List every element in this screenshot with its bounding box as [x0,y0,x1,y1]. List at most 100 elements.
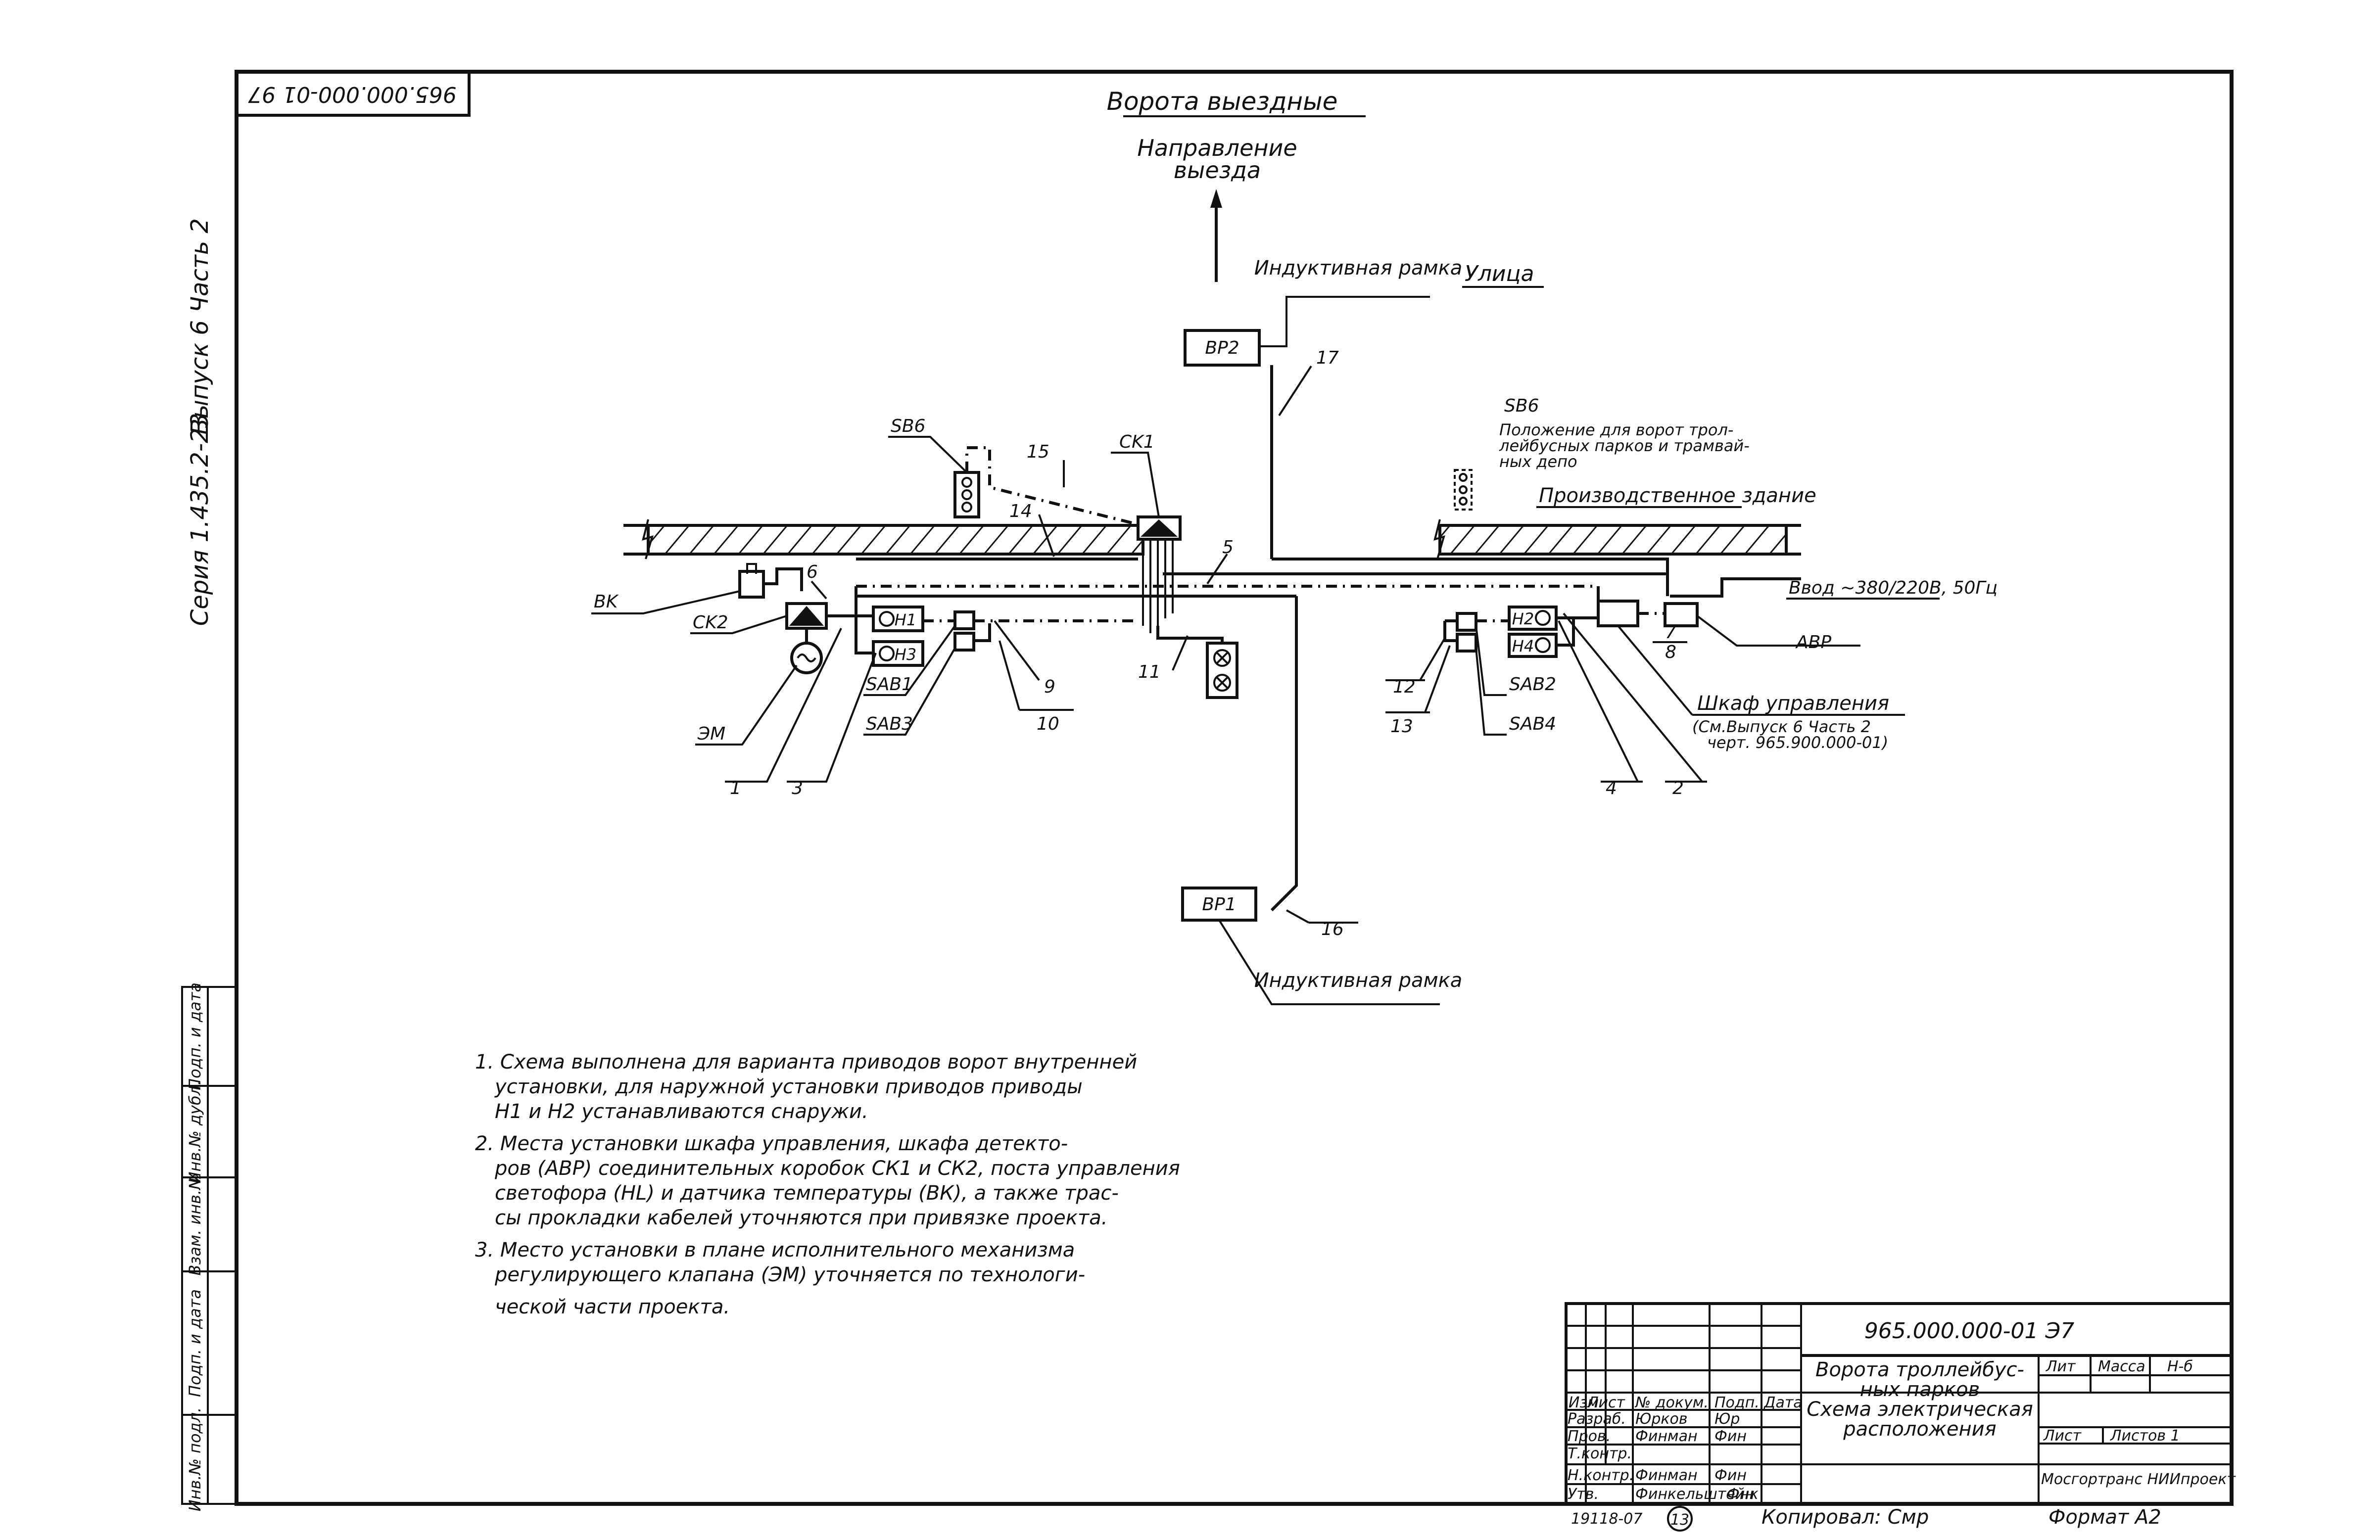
cable-17-num: 17 [1316,348,1339,368]
side-stamp-sign2: Подп. и дата [186,982,204,1090]
tb-col-date: Дата [1763,1394,1803,1411]
note-line-7: сы прокладки кабелей уточняются при прив… [495,1207,1107,1229]
sb6-note-3: ных депо [1499,452,1577,471]
tb-row-chk-role: Пров. [1568,1428,1611,1445]
h2-drive: H2 [1508,606,1558,631]
cable-16 [1270,596,1298,912]
sab1-switch [953,610,975,630]
side-stamp-sign: Подп. и дата [186,1289,204,1397]
series-label: Серия 1.435.2-23 [186,413,214,626]
bk-label: BK [594,592,619,612]
sb6-note-1: Положение для ворот трол- [1499,420,1733,439]
note-line-10: ческой части проекта. [495,1296,730,1318]
h4-label: H4 [1512,637,1534,655]
cable-7-num: 7 [1665,622,1676,643]
cable-6 [826,586,857,617]
footer-num: 13 [1670,1511,1689,1529]
note-line-5: ров (АВР) соединительных коробок СК1 и С… [494,1157,1180,1180]
footer-num-circle [1667,1506,1693,1532]
wall-right [1433,519,1801,560]
sab1-label: SAB1 [866,674,913,695]
tb-lit: Лит [2046,1358,2076,1375]
cable-14-num: 14 [1009,501,1032,521]
h2-label: H2 [1512,609,1534,628]
cable-6-num: 6 [807,562,818,582]
exit-arrowhead [1210,189,1222,208]
cable-9-num: 9 [1044,677,1055,697]
bp1-loop: BP1 [1181,887,1257,922]
abp-cabinet [1664,602,1699,627]
sb6-left-signal [953,471,980,518]
tb-row-nk-role: Н.контр. [1568,1467,1634,1484]
tb-col-izm: Изм [1569,1394,1599,1411]
input-cable [1670,577,1801,598]
bp2-leader [1259,296,1430,347]
bp2-loop: BP2 [1184,329,1261,367]
traffic-light-hl [1206,642,1238,699]
sab2-switch [1456,612,1477,632]
note-line-6: светофора (НL) и датчика температуры (ВК… [495,1182,1119,1205]
cable-1-num: 1 [730,778,741,798]
tb-row-appr-sign: Фнк [1727,1486,1759,1503]
tb-sheet: Лист [2043,1427,2082,1445]
tb-title-2: ных парков [1860,1378,1980,1401]
footer-inv: 19118-07 [1571,1510,1642,1528]
tb-mass: Масса [2098,1358,2145,1375]
tb-row-chk-name: Финман [1635,1428,1698,1445]
note-line-3: Н1 и Н2 устанавливаются снаружи. [495,1100,868,1123]
note-line-9: регулирующего клапана (ЭМ) уточняется по… [494,1263,1085,1286]
sab3-label: SAB3 [866,714,913,734]
footer-copied: Копировал: Смр [1761,1506,1929,1529]
tb-row-dev-sign: Юр [1714,1410,1740,1428]
exit-direction-line1: Направление [1137,135,1297,161]
tb-row-nk-sign: Фин [1714,1467,1747,1484]
h1-drive: H1 [872,606,924,632]
h1-label: H1 [895,610,916,629]
note-line-2: установки, для наружной установки привод… [494,1075,1083,1098]
ck1-junction-box [1137,515,1182,633]
cable-16-num: 16 [1321,919,1344,939]
cable-11-num: 11 [1138,662,1161,682]
sb6-right-label: SB6 [1504,396,1539,416]
tb-col-sign: Подп. [1714,1394,1760,1411]
note-line-1: 1. Схема выполнена для варианта приводов… [475,1051,1137,1073]
ym-actuator [790,642,823,674]
ck2-junction-box [785,602,828,630]
side-stamp-replace: Взам. инв.№ [186,1173,204,1275]
cable-2-num: 2 [1672,778,1684,798]
street-label: Улица [1465,261,1534,286]
tb-title-1: Ворота троллейбус- [1815,1358,2024,1381]
tb-row-dev-role: Разраб. [1568,1410,1626,1428]
cable-15 [965,446,1139,526]
cable-5-num: 5 [1222,537,1234,558]
note-line-4: 2. Места установки шкафа управления, шка… [475,1132,1068,1155]
input-label: Ввод ~380/220В, 50Гц [1789,578,1998,598]
cable-4-num: 4 [1606,778,1617,798]
cable-12-num: 12 [1393,677,1416,697]
sab4-label: SAB4 [1509,714,1556,734]
control-cabinet-ref1: (См.Выпуск 6 Часть 2 [1692,717,1871,736]
abp-label: ABP [1795,632,1831,653]
tb-row-appr-role: Утв. [1568,1486,1599,1503]
tb-doc-code: 965.000.000-01 Э7 [1864,1318,2075,1344]
wall-left [623,519,1144,560]
title-block: 965.000.000-01 Э7 Изм Лист № докум. Подп… [1565,1302,2236,1505]
tb-col-list: Лист [1587,1394,1626,1411]
h3-label: H3 [895,645,916,664]
outer-frame [235,70,2234,1506]
tb-row-appr-name: Финкельштейн [1635,1486,1755,1503]
h3-drive: H3 [872,640,924,667]
cable-15-num: 15 [1027,442,1049,462]
cable-13-num: 13 [1390,716,1413,737]
tb-org: Мосгортранс НИИпроект [2041,1471,2236,1488]
bk-cable [763,567,803,591]
side-stamp: Инв.№ подл. Подп. и дата Взам. инв.№ Инв… [181,982,238,1511]
trunk-right [1272,558,1669,596]
control-cabinet-label: Шкаф управления [1697,692,1889,715]
tb-row-nk-name: Финман [1635,1467,1698,1484]
sab2-label: SAB2 [1509,674,1556,695]
loop-frame-bottom: Индуктивная рамка [1254,969,1463,992]
control-cabinet [1597,600,1639,627]
sb6-left-label: SB6 [891,416,925,436]
tb-row-tk-role: Т.контр. [1568,1445,1632,1462]
